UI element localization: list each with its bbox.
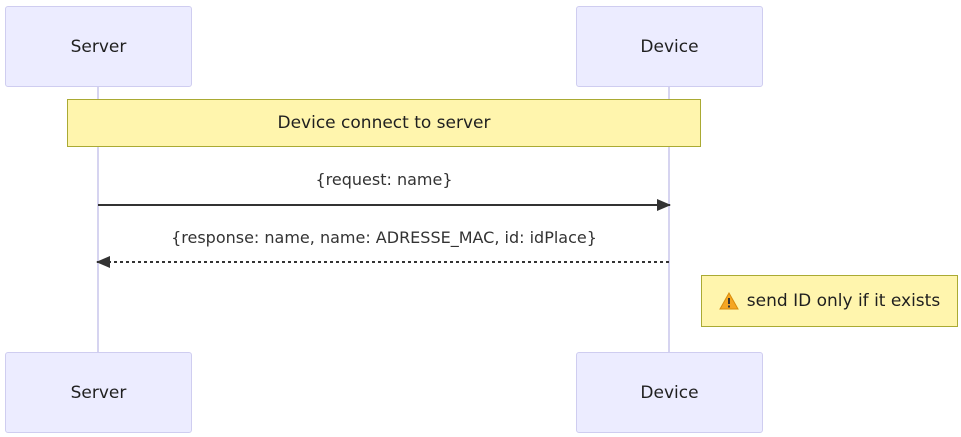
participant-label: Device xyxy=(640,382,699,403)
participant-device-bottom: Device xyxy=(576,352,763,433)
participant-server-bottom: Server xyxy=(5,352,192,433)
message-label-response: {response: name, name: ADRESSE_MAC, id: … xyxy=(171,228,597,247)
participant-server-top: Server xyxy=(5,6,192,87)
message-label-request: {request: name} xyxy=(315,170,453,189)
participant-label: Server xyxy=(70,382,127,403)
note-send-id: send ID only if it exists xyxy=(701,275,958,327)
note-send-id-text: send ID only if it exists xyxy=(746,291,941,311)
participant-label: Server xyxy=(70,36,127,57)
note-connect: Device connect to server xyxy=(67,99,701,147)
warning-icon xyxy=(718,292,739,310)
note-connect-text: Device connect to server xyxy=(277,113,491,133)
participant-device-top: Device xyxy=(576,6,763,87)
participant-label: Device xyxy=(640,36,699,57)
